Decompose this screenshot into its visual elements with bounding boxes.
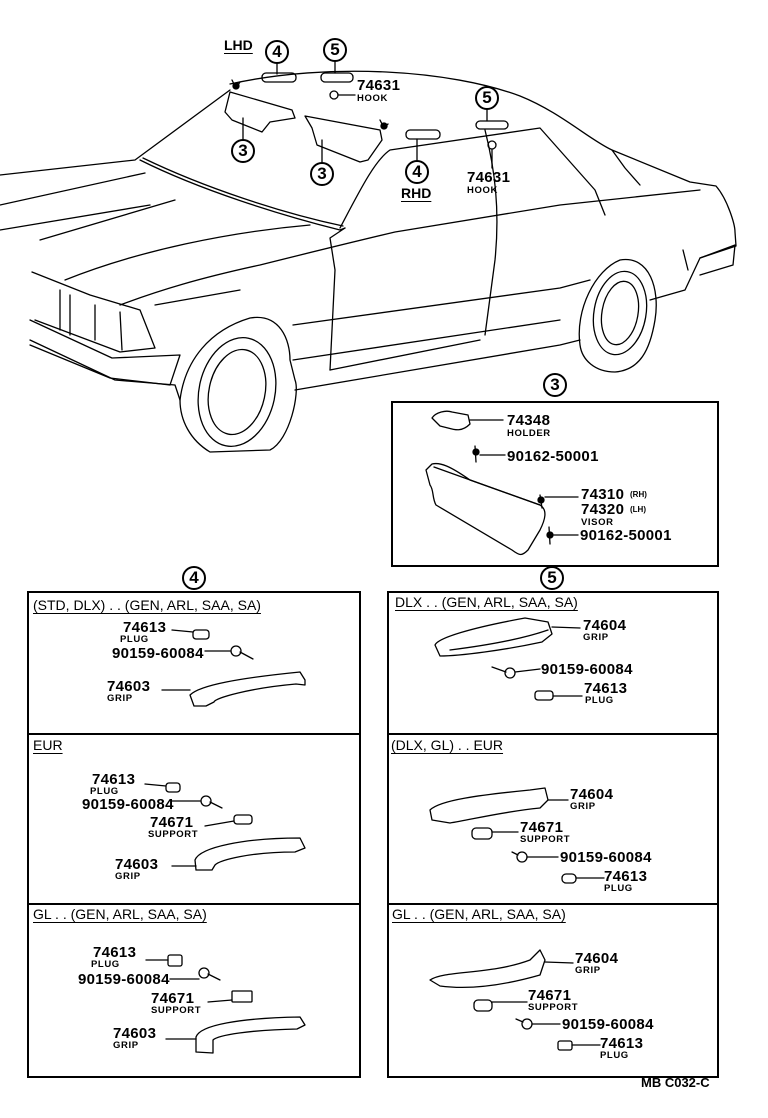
callout-4-rhd: 4 [405,160,429,184]
part-number: 74613 [604,868,648,885]
part-name: GRIP [575,965,601,976]
part-name: PLUG [120,634,149,645]
hook-rhd-name: HOOK [467,185,498,196]
part-number: 74604 [575,950,619,967]
part-number: 74348 [507,412,551,429]
part-number: 74671 [528,987,572,1004]
part-name: GRIP [115,871,141,882]
part-number: 74603 [107,678,151,695]
part-number: 90162-50001 [507,448,599,465]
group-header: GL . . (GEN, ARL, SAA, SA) [33,906,207,922]
part-number: 74603 [113,1025,157,1042]
part-number: 74671 [151,990,195,1007]
group-header: (STD, DLX) . . (GEN, ARL, SAA, SA) [33,597,261,613]
part-number: 74320 [581,501,625,518]
part-name: GRIP [107,693,133,704]
visor-left-drawing [224,91,296,133]
part-number: 74310 [581,486,625,503]
part-number: 90159-60084 [560,849,652,866]
part-number: 74671 [520,819,564,836]
part-number: 74613 [584,680,628,697]
section-5-box [387,591,719,1078]
group-header: GL . . (GEN, ARL, SAA, SA) [392,906,566,922]
part-number: 74604 [570,786,614,803]
group-header: EUR [33,737,63,753]
car-illustration [0,70,737,453]
hook-lhd-name: HOOK [357,93,388,104]
section-4-divider [27,903,361,905]
part-name: GRIP [583,632,609,643]
callout-5-rhd: 5 [475,86,499,110]
part-number: 90159-60084 [78,971,170,988]
diagram-code: MB C032-C [641,1075,710,1090]
part-number: 74671 [150,814,194,831]
hook-lhd-part: 74631 [357,77,401,94]
section-4-divider [27,733,361,735]
section-5-art [429,617,605,1051]
part-name: VISOR [581,517,614,528]
hook-rhd-part: 74631 [467,169,511,186]
part-number: 90162-50001 [580,527,672,544]
part-name: PLUG [600,1050,629,1061]
part-name: HOLDER [507,428,551,439]
part-name: SUPPORT [151,1005,202,1016]
visor-right-drawing [304,115,383,163]
lhd-label: LHD [224,37,253,53]
part-number: 90159-60084 [82,796,174,813]
part-number: 74613 [600,1035,644,1052]
callout-4-section: 4 [182,566,206,590]
part-number: 74613 [93,944,137,961]
callout-5-section: 5 [540,566,564,590]
section-5-divider [387,733,719,735]
part-name: GRIP [113,1040,139,1051]
part-name: PLUG [90,786,119,797]
part-name: SUPPORT [148,829,199,840]
part-number: 74613 [123,619,167,636]
part-suffix: (LH) [630,505,646,514]
part-name: PLUG [604,883,633,894]
callout-3-left: 3 [231,139,255,163]
part-number: 74603 [115,856,159,873]
callout-5-lhd: 5 [323,38,347,62]
part-number: 74613 [92,771,136,788]
rhd-label: RHD [401,185,432,201]
callout-3-detail: 3 [543,373,567,397]
callout-4-lhd: 4 [265,40,289,64]
part-name: PLUG [585,695,614,706]
section-4-box [27,591,361,1078]
callout-3-right: 3 [310,162,334,186]
group-header: (DLX, GL) . . EUR [391,737,504,753]
part-name: PLUG [91,959,120,970]
part-name: GRIP [570,801,596,812]
group-header: DLX . . (GEN, ARL, SAA, SA) [395,594,578,610]
section-5-divider [387,903,719,905]
part-name: SUPPORT [520,834,571,845]
part-name: SUPPORT [528,1002,579,1013]
part-suffix: (RH) [630,490,647,499]
part-number: 90159-60084 [112,645,204,662]
part-number: 90159-60084 [562,1016,654,1033]
section-4-art [144,629,306,1054]
part-number: 74604 [583,617,627,634]
part-number: 90159-60084 [541,661,633,678]
